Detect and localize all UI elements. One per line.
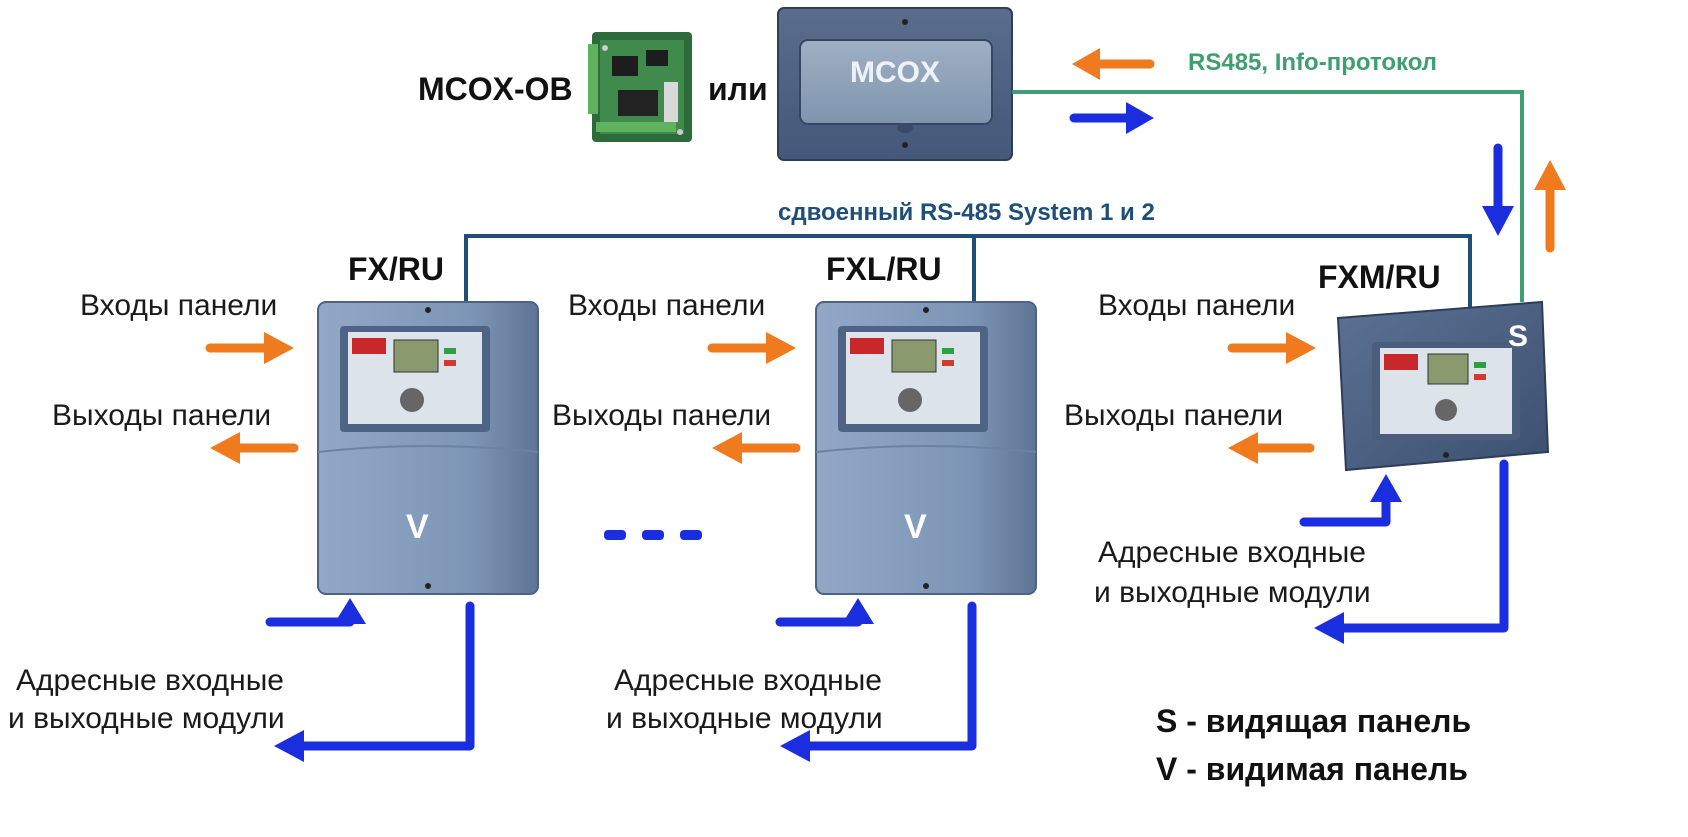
panel-fxm-title: FXM/RU	[1318, 259, 1441, 295]
panel-fxm-inputs-arrow	[1227, 332, 1316, 364]
panel-fxm-module-out-arrow	[1314, 459, 1509, 644]
panel-fxm-modules-line1: Адресные входные	[1098, 536, 1366, 569]
mcox-screen-text: MCOX	[850, 56, 940, 89]
vertical-down-arrow	[1482, 143, 1514, 236]
panel-fxm-outputs-arrow	[1228, 432, 1315, 464]
panel-fx-inputs-label: Входы панели	[80, 289, 277, 322]
panel-fxm-cabinet: S	[1336, 300, 1550, 472]
legend-visible-panel: V - видимая панель	[1156, 751, 1468, 787]
legend-seeing-panel: S - видящая панель	[1156, 703, 1471, 739]
mcox-unit: MCOX	[777, 7, 1013, 161]
vertical-up-arrow	[1534, 160, 1566, 253]
panel-fx-module-out-arrow	[274, 601, 475, 762]
panel-fxm-outputs-label: Выходы панели	[1064, 399, 1283, 432]
or-label: или	[708, 71, 768, 107]
rs485-out-arrow	[1069, 102, 1154, 134]
panel-fxl-outputs-arrow	[712, 432, 801, 464]
panel-fxl-module-in-arrow	[775, 598, 874, 627]
panel-fxl-outputs-label: Выходы панели	[552, 399, 771, 432]
panel-fxm-module-in-arrow	[1299, 474, 1402, 527]
panel-fxl-marker: V	[904, 508, 927, 546]
panel-fx-modules-line2: и выходные модули	[8, 702, 285, 735]
panel-fxm-marker: S	[1508, 320, 1528, 353]
panel-fx-marker: V	[406, 508, 429, 546]
panel-fxl-title: FXL/RU	[826, 251, 942, 287]
panel-fx-outputs-arrow	[210, 432, 299, 464]
panel-fx-module-in-arrow	[265, 598, 366, 627]
panel-fxl-inputs-arrow	[707, 332, 796, 364]
panel-fx-cabinet: V	[317, 301, 539, 595]
panel-fxm-modules-line2: и выходные модули	[1094, 576, 1371, 609]
mcox-ob-label: MCOX-OB	[418, 71, 573, 107]
more-panels-ellipsis	[604, 530, 702, 540]
rs485-label: RS485, Info-протокол	[1188, 49, 1437, 76]
panel-fxl-module-out-arrow	[780, 601, 977, 762]
bus-label: сдвоенный RS-485 System 1 и 2	[778, 199, 1155, 226]
dual-bus-line	[464, 234, 1472, 310]
panel-fx-modules-line1: Адресные входные	[16, 664, 284, 697]
panel-fxm-inputs-label: Входы панели	[1098, 289, 1295, 322]
panel-fx-outputs-label: Выходы панели	[52, 399, 271, 432]
panel-fx-title: FX/RU	[348, 251, 444, 287]
mcox-ob-board-icon	[588, 32, 692, 142]
panel-fxl-modules-line2: и выходные модули	[606, 702, 883, 735]
rs485-in-arrow	[1072, 48, 1155, 80]
rs485-info-line	[1012, 90, 1524, 302]
panel-fxl-cabinet: V	[815, 301, 1037, 595]
panel-fx-inputs-arrow	[205, 332, 294, 364]
panel-fxl-inputs-label: Входы панели	[568, 289, 765, 322]
panel-fxl-modules-line1: Адресные входные	[614, 664, 882, 697]
